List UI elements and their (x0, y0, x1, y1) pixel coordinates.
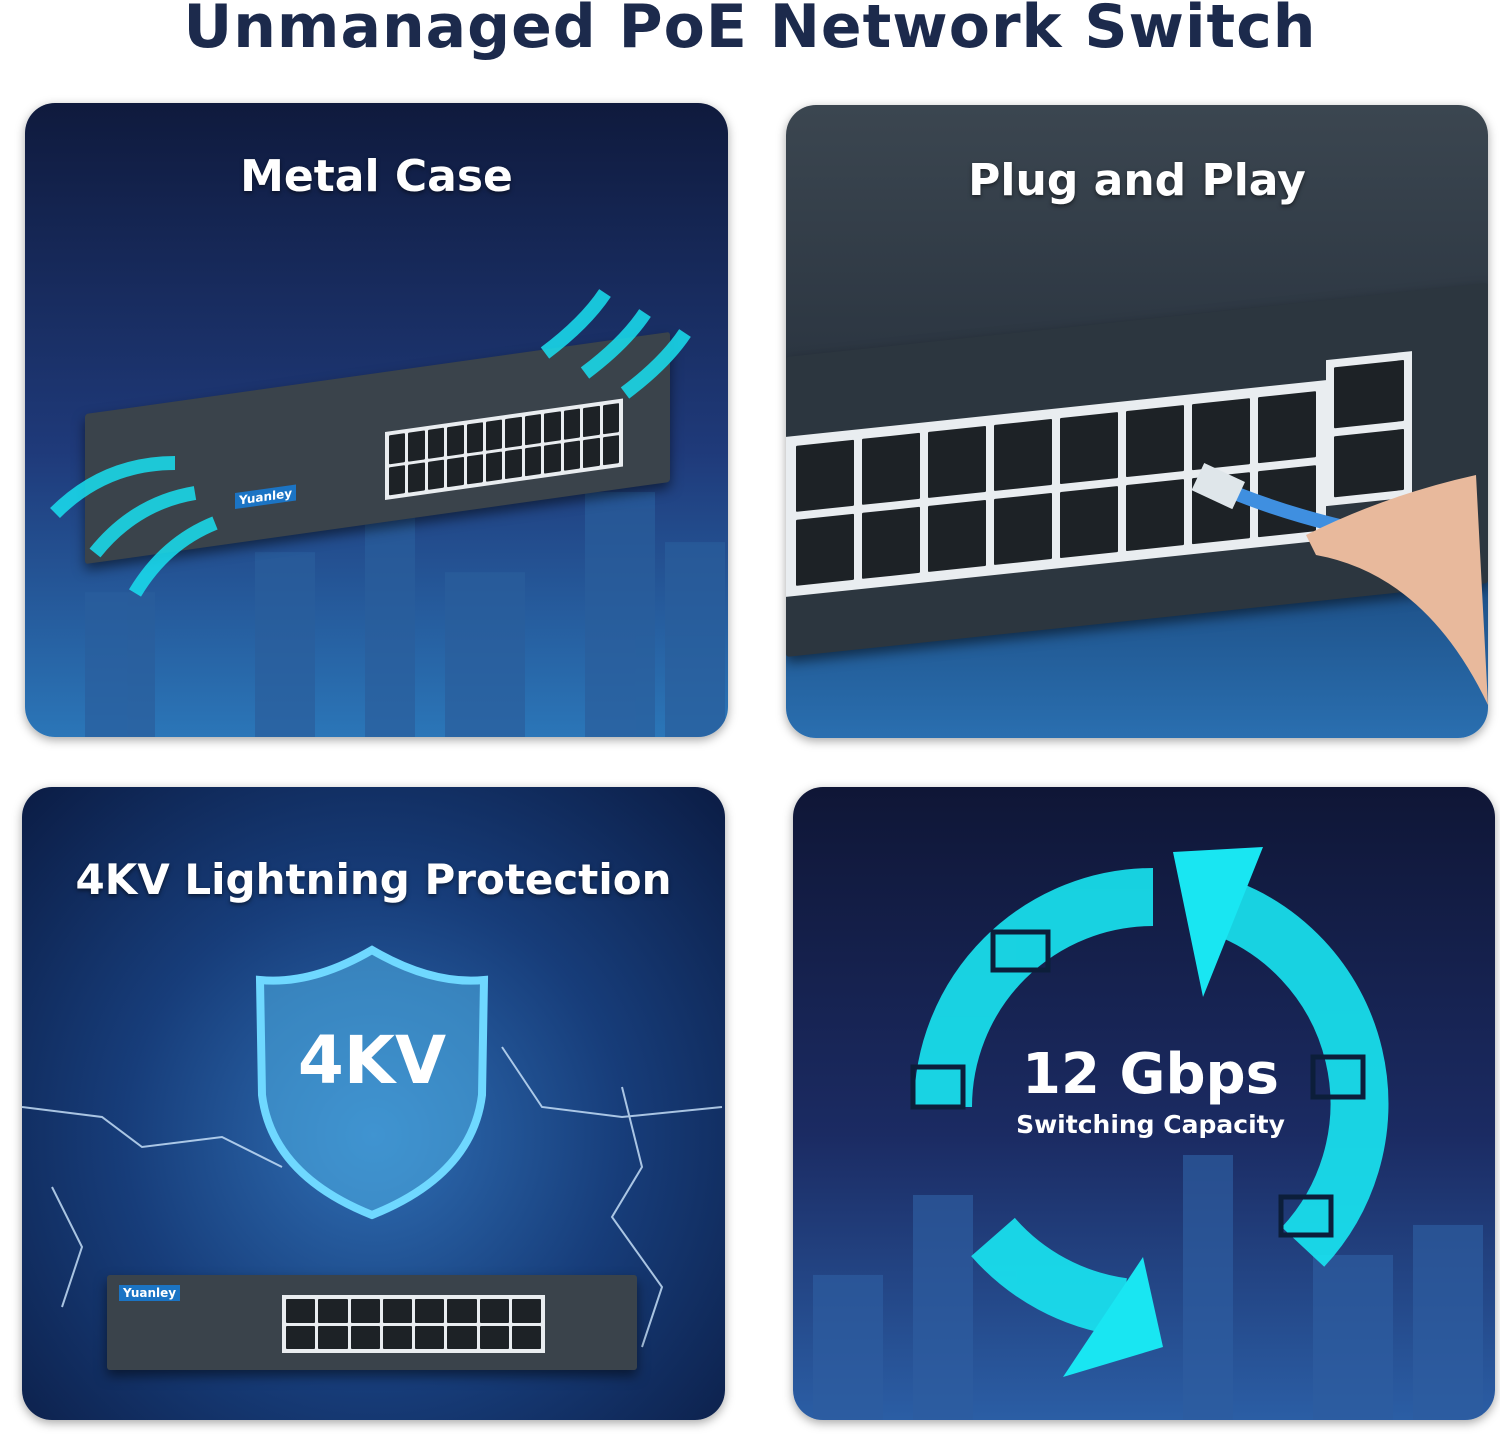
city-skyline-image (85, 491, 725, 737)
ethernet-port (350, 1299, 380, 1323)
ethernet-port (479, 1299, 509, 1323)
panel-title: Plug and Play (968, 155, 1306, 206)
switch-image: Yuanley (107, 1275, 637, 1370)
plug-and-play-panel: Plug and Play (786, 105, 1488, 738)
ethernet-port (382, 1325, 412, 1349)
panel-title: Metal Case (240, 151, 513, 202)
capacity-label: Switching Capacity (1016, 1110, 1285, 1139)
ethernet-port (286, 1325, 316, 1349)
switching-capacity-panel: 12 Gbps Switching Capacity (793, 787, 1495, 1420)
cycle-arrows-icon (910, 847, 1389, 1377)
capacity-value: 12 Gbps (1022, 1042, 1279, 1107)
ethernet-port (286, 1299, 316, 1323)
panel-title: 4KV Lightning Protection (75, 855, 672, 904)
city-skyline-image (813, 1155, 1483, 1420)
ethernet-port (479, 1325, 509, 1349)
ethernet-port (415, 1325, 445, 1349)
ethernet-port (511, 1325, 541, 1349)
shield-icon (255, 945, 489, 1220)
ethernet-port (382, 1299, 412, 1323)
brand-logo: Yuanley (119, 1285, 181, 1301)
ethernet-port (447, 1299, 477, 1323)
metal-case-panel: Metal Case Yuanley (25, 103, 728, 737)
ethernet-port (511, 1299, 541, 1323)
lightning-protection-panel: 4KV Lightning Protection 4KV Yuanley (22, 787, 725, 1420)
ethernet-port (318, 1299, 348, 1323)
lightning-image (22, 1046, 723, 1348)
port-block (282, 1295, 545, 1353)
ethernet-port (415, 1299, 445, 1323)
ethernet-port (350, 1325, 380, 1349)
page-title: Unmanaged PoE Network Switch (183, 0, 1317, 62)
shield-badge-text: 4KV (297, 1022, 447, 1099)
airflow-arrows-icon (50, 289, 691, 597)
ethernet-port (318, 1325, 348, 1349)
ethernet-port (447, 1325, 477, 1349)
cable-hand-image (1191, 462, 1488, 705)
